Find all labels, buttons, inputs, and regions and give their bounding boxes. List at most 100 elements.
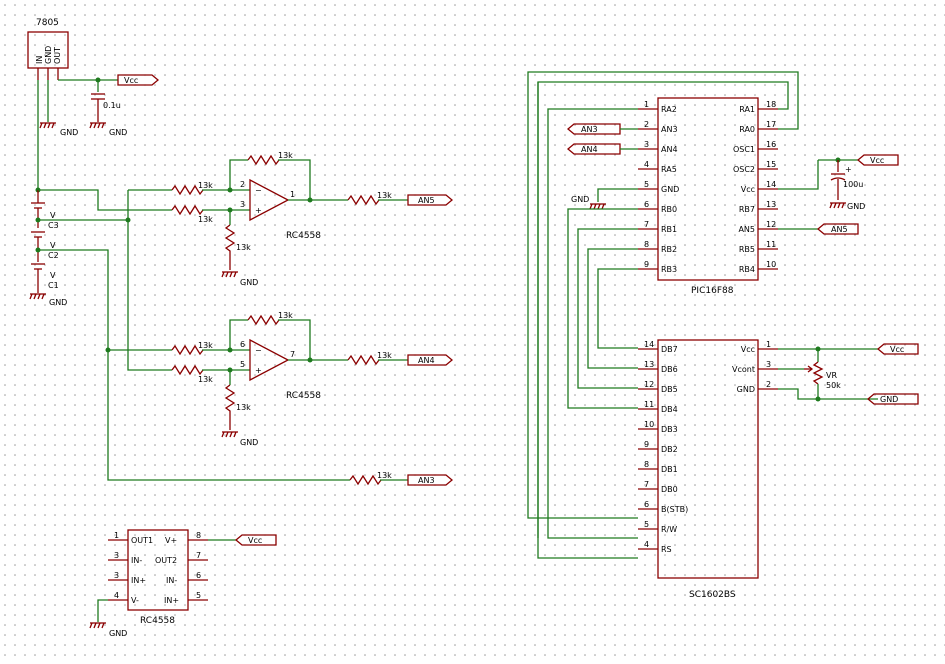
mcu-pin-label: RB4 [739, 265, 755, 274]
mcu-pin-label: GND [661, 185, 679, 194]
mcu-pin-number: 8 [644, 240, 649, 249]
vcc-flag-lcd[interactable]: Vcc [876, 343, 919, 355]
lcd-pin-label: DB6 [661, 365, 678, 374]
vcc-flag-opamp-package[interactable]: Vcc [234, 534, 277, 546]
svg-text:−: − [255, 186, 262, 195]
svg-text:13k: 13k [377, 191, 392, 200]
svg-text:V-: V- [131, 596, 139, 605]
resistor-an3[interactable]: 13k [349, 471, 392, 486]
regulator-name: 7805 [36, 18, 59, 28]
vcc-flag-regulator[interactable]: Vcc [117, 74, 160, 86]
svg-text:Vcc: Vcc [248, 536, 262, 545]
regulator-pin-in: IN [35, 56, 44, 64]
opamp-a[interactable]: − + 2 3 1 RC4558 [240, 178, 321, 241]
mcu-pin-label: OSC2 [733, 165, 755, 174]
vcc-flag-mcu[interactable]: Vcc [856, 154, 899, 166]
lcd-pin-label: DB5 [661, 385, 678, 394]
resistor-output-a[interactable]: 13k [347, 191, 392, 206]
resistor-ground-b[interactable]: 13k [224, 384, 251, 430]
resistor-feedback-b[interactable]: 13k [247, 311, 293, 326]
resistor-input-b2[interactable]: 13k [171, 364, 213, 384]
lcd-pin-number: 14 [644, 340, 654, 349]
lcd-pin-6[interactable]: 6B(STB) [638, 500, 688, 514]
gnd-label-battery: GND [49, 298, 67, 307]
svg-text:OUT2: OUT2 [155, 556, 177, 565]
regulator-7805[interactable]: 7805 IN GND OUT [27, 18, 69, 80]
an5-flag-opamp[interactable]: AN5 [407, 194, 454, 206]
mcu-pin-label: RA5 [661, 165, 677, 174]
svg-text:Vcc: Vcc [870, 156, 884, 165]
pot-name: VR [826, 371, 837, 380]
svg-text:6: 6 [196, 571, 201, 580]
resistor-input-a1[interactable]: 13k [171, 181, 213, 196]
resistor-input-a2[interactable]: 13k [171, 204, 213, 224]
mcu-pin-number: 5 [644, 180, 649, 189]
resistor-output-b[interactable]: 13k [347, 351, 392, 366]
potentiometer-vr[interactable]: VR 50k [804, 361, 841, 390]
gnd-symbol-mcu: GND [571, 195, 606, 210]
resistor-input-b1[interactable]: 13k [171, 341, 213, 356]
lcd-pin-number: 9 [644, 440, 649, 449]
an4-flag-opamp[interactable]: AN4 [407, 354, 454, 366]
battery-c3-name: C3 [48, 221, 59, 230]
gnd-label-regulator: GND [60, 128, 78, 137]
resistor-feedback-a[interactable]: 13k [247, 151, 293, 166]
capacitor-bulk-value: 100u [843, 180, 863, 189]
gnd-flag-lcd[interactable]: GND [866, 393, 919, 405]
mcu-pin-number: 15 [766, 160, 776, 169]
lcd-pin-4[interactable]: 4RS [638, 540, 672, 554]
opamp-b[interactable]: − + 6 5 7 RC4558 [240, 338, 321, 401]
an3-flag-mcu[interactable]: AN3 [566, 123, 621, 135]
opamp-package[interactable]: RC4558 1 3 3 4 OUT1 IN- IN+ V- 8 7 6 5 V… [108, 529, 208, 626]
battery-c2-voltage: V [50, 241, 56, 250]
resistor-ground-a[interactable]: 13k [224, 224, 251, 270]
lcd-sc1602bs[interactable]: SC1602BS [657, 339, 759, 600]
opamp-package-name: RC4558 [140, 616, 175, 626]
mcu-pin-label: RB5 [739, 245, 755, 254]
svg-text:13k: 13k [236, 403, 251, 412]
capacitor-bulk[interactable]: + 100u [830, 160, 863, 200]
mcu-pin-number: 2 [644, 120, 649, 129]
lcd-pin-5[interactable]: 5R/W [638, 520, 677, 534]
an4-flag-mcu[interactable]: AN4 [566, 143, 621, 155]
an5-flag-mcu[interactable]: AN5 [816, 223, 859, 235]
capacitor-bypass[interactable]: 0.1u [91, 93, 121, 122]
an3-flag-opamp[interactable]: AN3 [407, 474, 454, 486]
mcu-pin-label: RA0 [739, 125, 755, 134]
capacitor-bypass-value: 0.1u [103, 101, 121, 110]
battery-c1[interactable]: V C1 [31, 263, 59, 293]
svg-text:1: 1 [290, 190, 295, 199]
svg-text:13k: 13k [198, 215, 213, 224]
svg-text:5: 5 [196, 591, 201, 600]
